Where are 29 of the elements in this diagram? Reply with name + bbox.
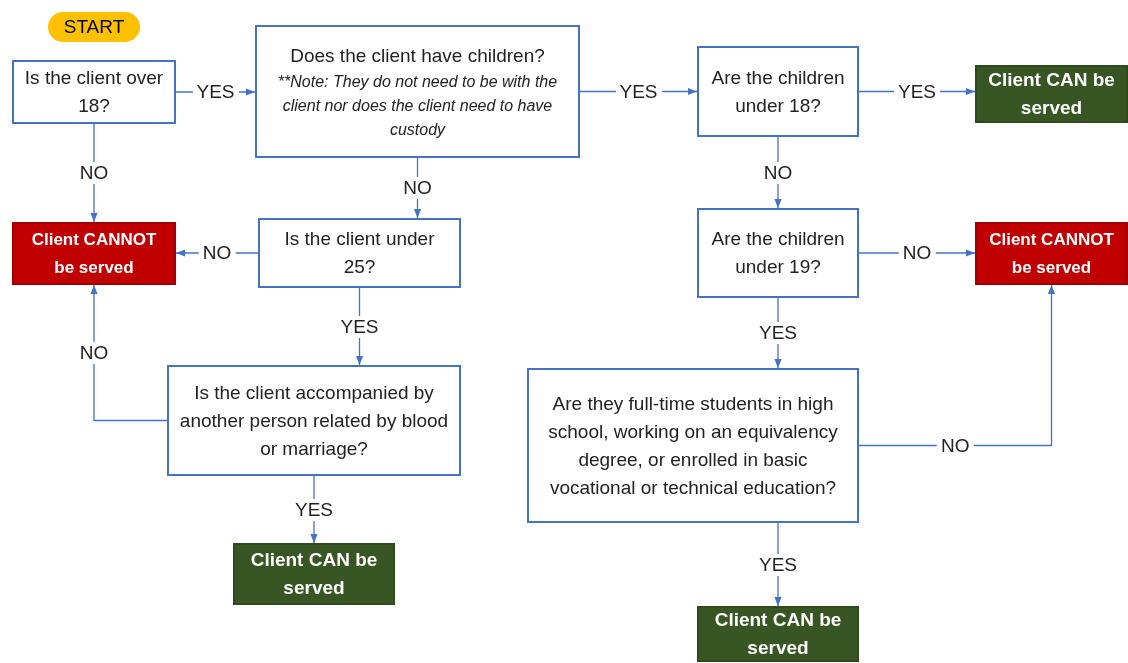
result-box <box>697 606 859 662</box>
node-text: Does the client have children? <box>290 43 545 68</box>
node-text: Client CAN be served <box>987 68 1116 120</box>
node-text: START <box>63 15 125 39</box>
node-text: Are they full-time students in high school, working on an equivalency degree, or enrolled in basic vocational or technical education? <box>547 391 839 500</box>
node-text: Is the client under 25? <box>283 227 436 279</box>
node-text: Is the client over 18? <box>23 66 165 118</box>
question-box <box>12 60 176 124</box>
arrow <box>90 284 168 422</box>
start-terminal <box>48 12 140 42</box>
question-box <box>527 368 859 523</box>
node-text: Are the children under 18? <box>710 65 846 118</box>
question-box <box>258 218 461 288</box>
question-box <box>167 365 461 476</box>
node-text: Client CAN be served <box>249 548 379 600</box>
question-box <box>697 208 859 298</box>
node-text: Is the client accompanied by another person related by blood or marriage? <box>178 380 450 461</box>
result-box <box>233 543 395 605</box>
node-text: Client CANNOT be served <box>30 228 158 279</box>
result-box <box>975 65 1128 123</box>
node-text: Are the children under 19? <box>710 227 846 279</box>
node-text: Client CANNOT be served <box>988 228 1115 279</box>
result-box <box>12 222 176 285</box>
result-box <box>975 222 1128 285</box>
node-text: Client CAN be served <box>713 608 843 660</box>
note-text: **Note: They do not need to be with the client nor does the client need to have custody <box>276 71 559 140</box>
arrow <box>858 284 1056 447</box>
question-box <box>697 46 859 137</box>
question-box <box>255 25 580 158</box>
